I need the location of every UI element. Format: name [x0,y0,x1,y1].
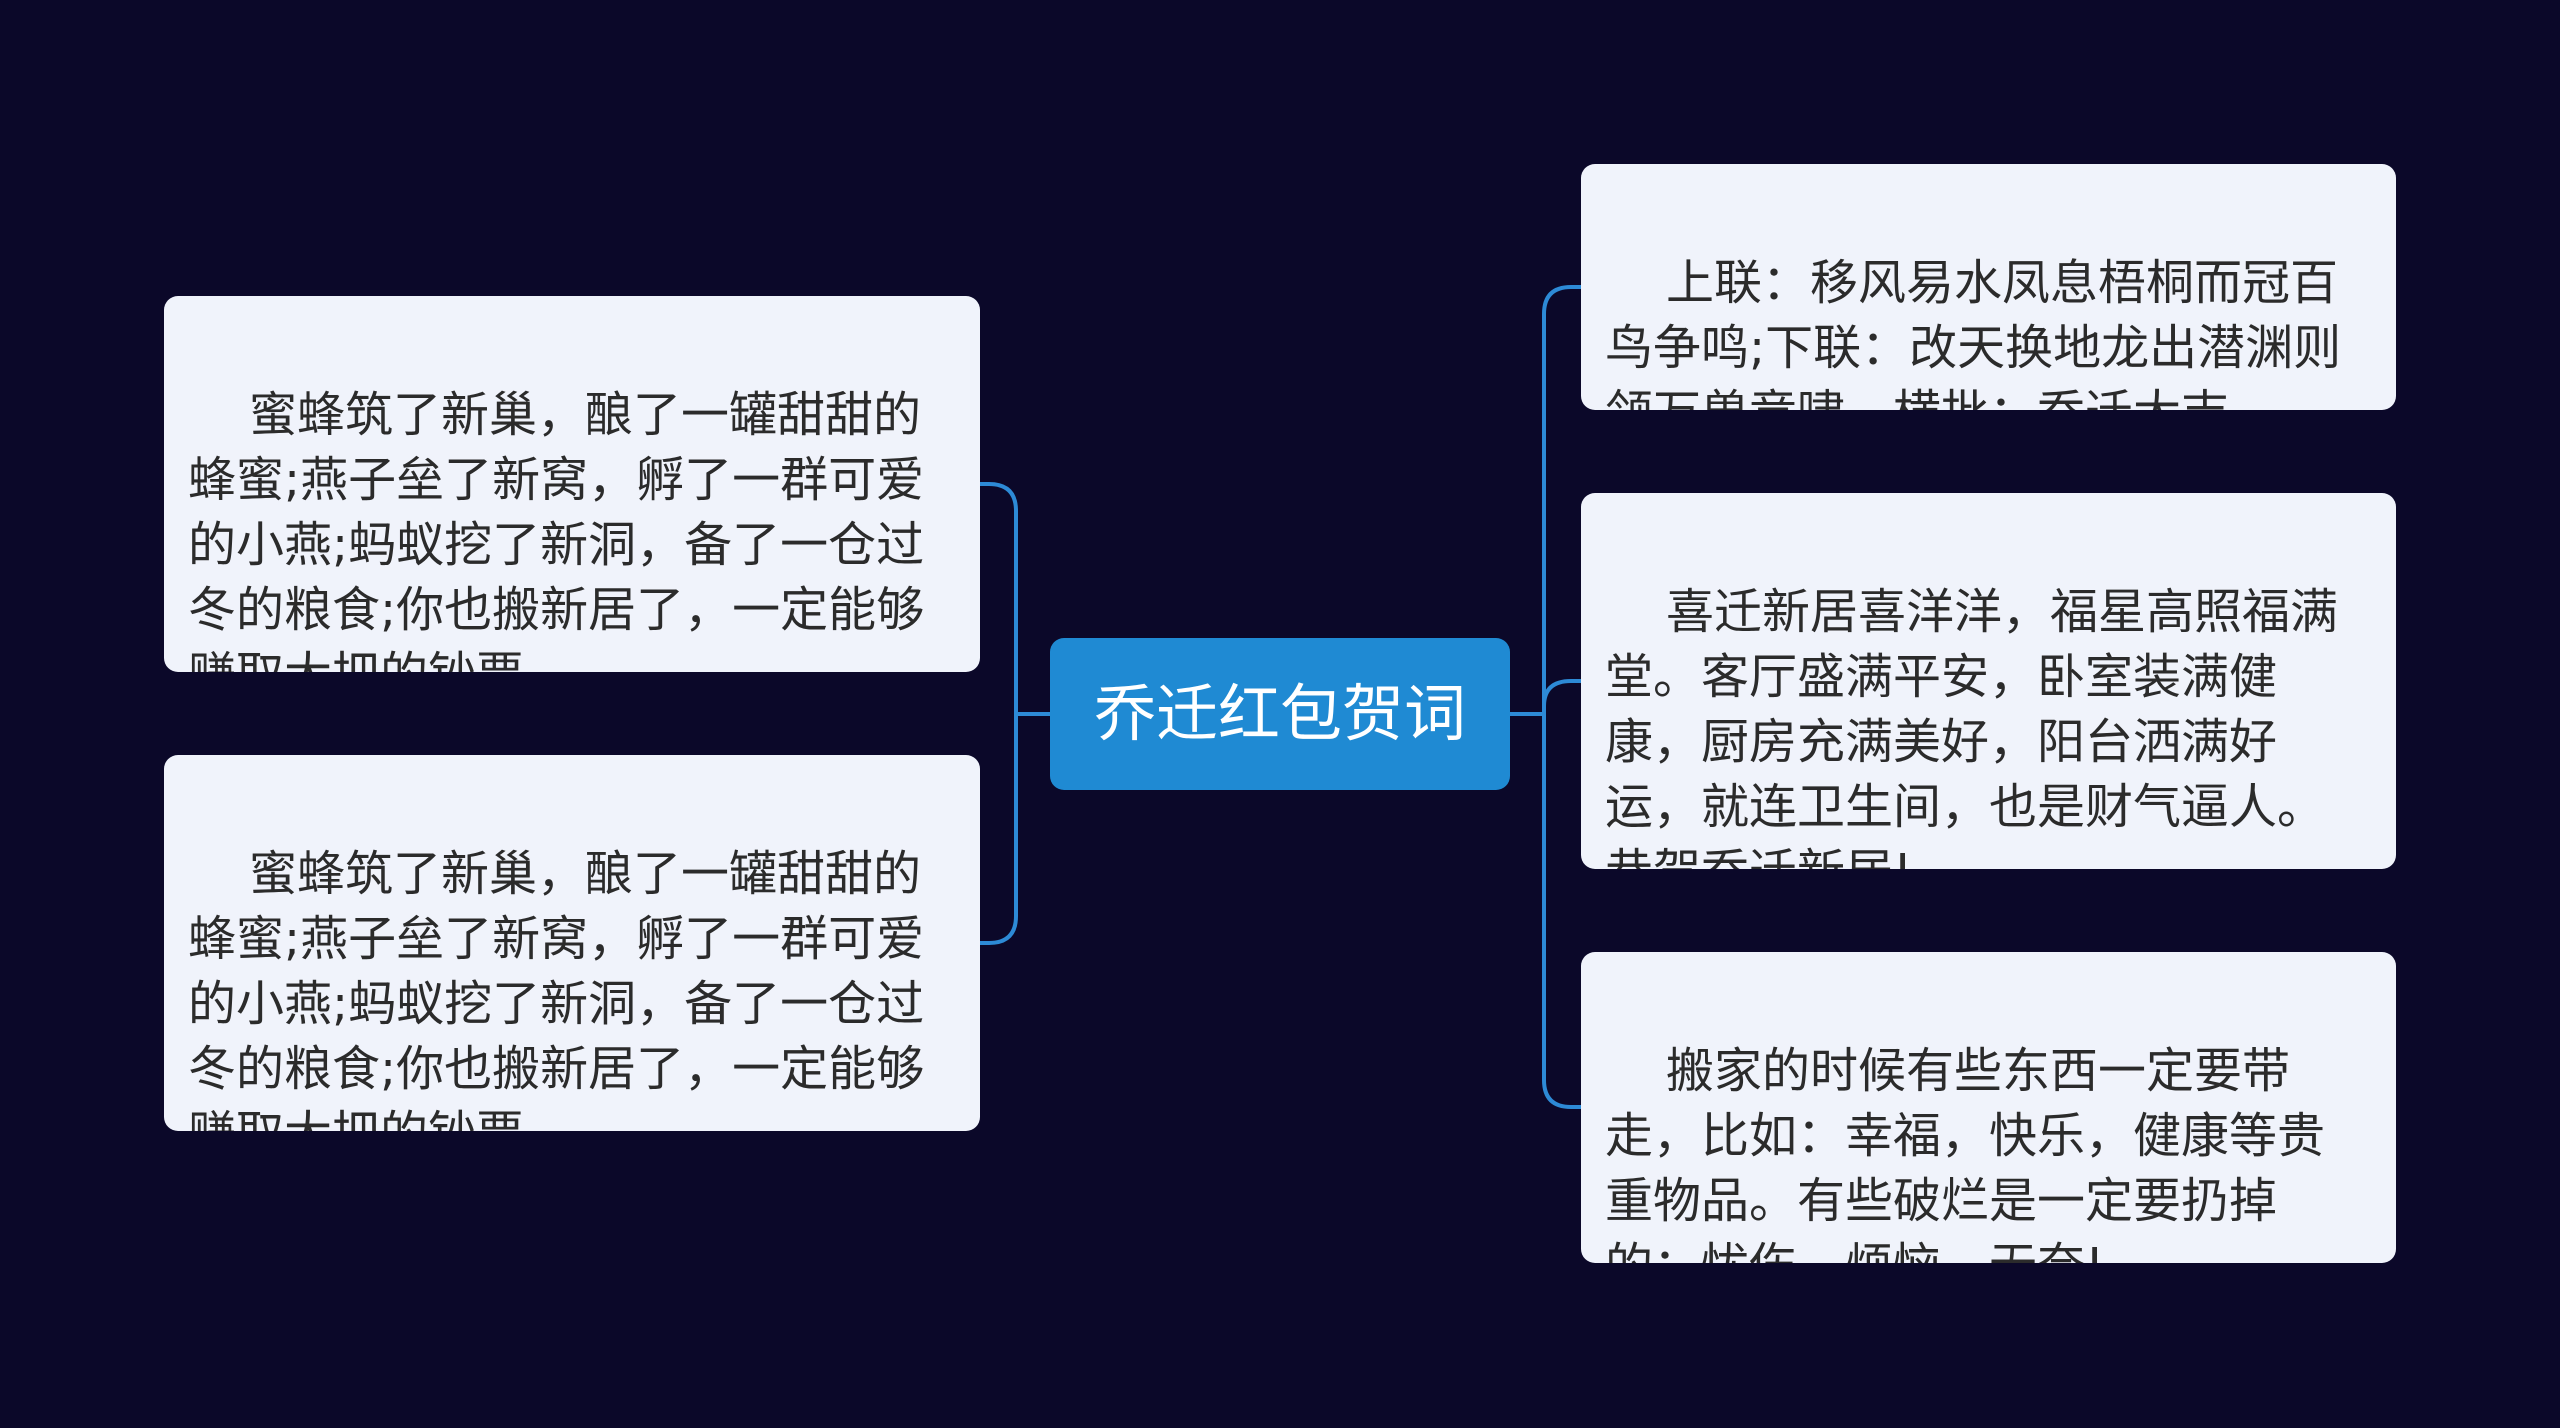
branch-node-left-2[interactable]: 蜜蜂筑了新巢，酿了一罐甜甜的蜂蜜;燕子垒了新窝，孵了一群可爱的小燕;蚂蚁挖了新洞… [164,755,980,1131]
branch-text-right-3: 搬家的时候有些东西一定要带走，比如：幸福，快乐，健康等贵重物品。有些破烂是一定要… [1605,1043,2326,1263]
connector-right-3 [1542,712,1583,1109]
branch-text-right-1: 上联：移风易水凤息梧桐而冠百鸟争鸣;下联：改天换地龙出潜渊则领万兽竞啸。横批：乔… [1605,255,2342,410]
connector-right-2 [1542,679,1583,716]
branch-node-right-1[interactable]: 上联：移风易水凤息梧桐而冠百鸟争鸣;下联：改天换地龙出潜渊则领万兽竞啸。横批：乔… [1581,164,2396,410]
branch-node-right-3[interactable]: 搬家的时候有些东西一定要带走，比如：幸福，快乐，健康等贵重物品。有些破烂是一定要… [1581,952,2396,1263]
root-topic-label: 乔迁红包贺词 [1093,677,1466,750]
branch-text-right-2: 喜迁新居喜洋洋，福星高照福满堂。客厅盛满平安，卧室装满健康，厨房充满美好，阳台洒… [1605,584,2339,869]
branch-text-left-1: 蜜蜂筑了新巢，酿了一罐甜甜的蜂蜜;燕子垒了新窝，孵了一群可爱的小燕;蚂蚁挖了新洞… [188,387,925,672]
branch-text-left-2: 蜜蜂筑了新巢，酿了一罐甜甜的蜂蜜;燕子垒了新窝，孵了一群可爱的小燕;蚂蚁挖了新洞… [188,846,925,1131]
connector-right-1 [1542,285,1583,716]
connector-left-2 [978,712,1018,945]
root-topic-node[interactable]: 乔迁红包贺词 [1050,638,1510,790]
branch-node-right-2[interactable]: 喜迁新居喜洋洋，福星高照福满堂。客厅盛满平安，卧室装满健康，厨房充满美好，阳台洒… [1581,493,2396,869]
branch-node-left-1[interactable]: 蜜蜂筑了新巢，酿了一罐甜甜的蜂蜜;燕子垒了新窝，孵了一群可爱的小燕;蚂蚁挖了新洞… [164,296,980,672]
connector-left-1 [978,482,1018,716]
